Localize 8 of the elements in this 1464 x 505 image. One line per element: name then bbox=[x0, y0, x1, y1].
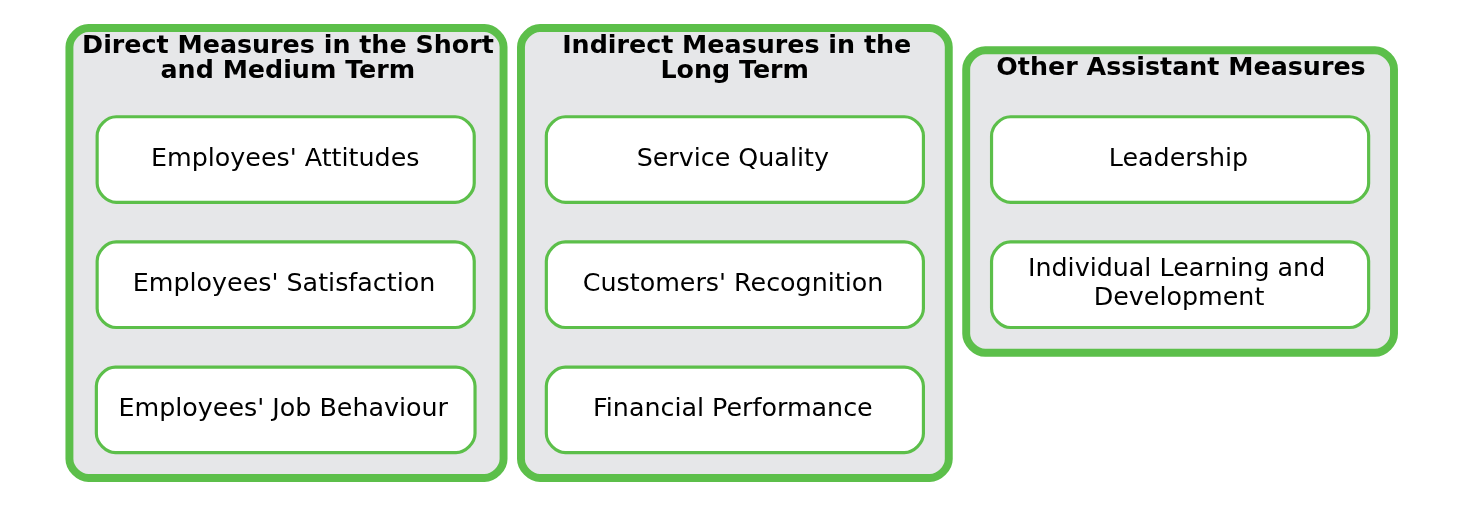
node-box: Leadership bbox=[989, 114, 1370, 204]
node-box: Employees' Satisfaction bbox=[95, 239, 476, 329]
node-box: Individual Learning and Development bbox=[989, 239, 1370, 329]
node-box: Employees' Attitudes bbox=[95, 114, 476, 204]
node-box: Financial Performance bbox=[544, 365, 925, 454]
node-box: Customers' Recognition bbox=[544, 239, 925, 329]
node-box: Employees' Job Behaviour bbox=[94, 365, 477, 454]
node-box: Service Quality bbox=[544, 114, 925, 204]
